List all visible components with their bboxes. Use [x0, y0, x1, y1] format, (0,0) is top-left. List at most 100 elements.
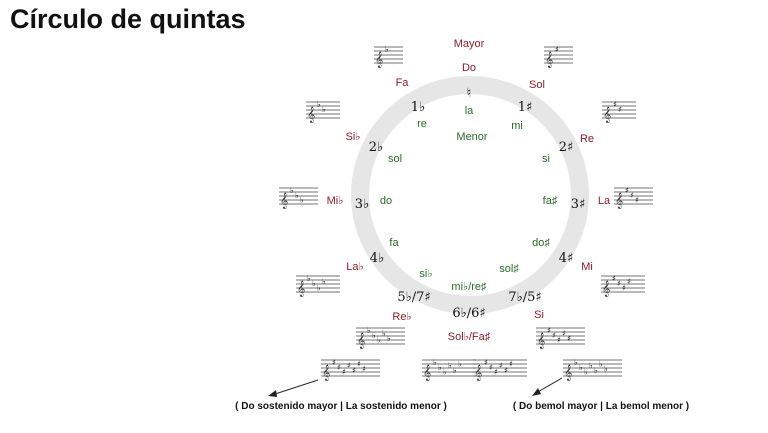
sharp-icon: ♯ — [635, 196, 639, 205]
minor-key-label: re — [417, 118, 427, 130]
key-signature-staff: 𝄞♭ — [374, 45, 403, 68]
treble-clef-icon: 𝄞 — [603, 107, 611, 123]
flat-icon: ♭ — [317, 284, 321, 293]
sharp-icon: ♯ — [617, 279, 621, 288]
treble-clef-icon: 𝄞 — [280, 193, 288, 209]
sharp-icon: ♯ — [499, 361, 503, 370]
sharp-icon: ♯ — [484, 358, 488, 367]
sharp-icon: ♯ — [625, 186, 629, 195]
flat-icon: ♭ — [367, 326, 371, 335]
minor-header: Menor — [456, 131, 488, 143]
flat-icon: ♭ — [387, 334, 391, 343]
sharp-icon: ♯ — [352, 366, 356, 375]
sharp-icon: ♯ — [509, 360, 513, 369]
sharp-icon: ♯ — [618, 105, 622, 114]
major-key-label: Re — [580, 133, 594, 145]
treble-clef-icon: 𝄞 — [322, 365, 330, 381]
minor-key-label: sol — [388, 153, 402, 165]
treble-clef-icon: 𝄞 — [357, 333, 365, 349]
accidental-count-label: 4♯ — [559, 251, 574, 266]
key-signature-staff: 𝄞♯♯♯ — [614, 186, 653, 209]
treble-clef-icon: 𝄞 — [602, 281, 610, 297]
right-caption: ( Do bemol mayor | La bemol menor ) — [513, 401, 689, 412]
accidental-count-label: 1♯ — [518, 100, 533, 115]
flat-icon: ♭ — [307, 274, 311, 283]
sharp-icon: ♯ — [362, 364, 366, 373]
minor-key-label: la — [465, 105, 474, 117]
sharp-icon: ♯ — [627, 277, 631, 286]
major-header: Mayor — [454, 38, 485, 50]
treble-clef-icon: 𝄞 — [615, 193, 623, 209]
minor-key-label: fa♯ — [543, 195, 558, 207]
sharp-icon: ♯ — [342, 368, 346, 377]
sharp-icon: ♯ — [552, 331, 556, 340]
major-key-label: Mi♭ — [327, 195, 344, 207]
sharp-icon: ♯ — [337, 363, 341, 372]
flat-icon: ♭ — [377, 336, 381, 345]
accidental-count-label: 5♭/7♯ — [397, 290, 430, 305]
key-signature-staff: 𝄞♯♯♯♯♯♯♯ — [321, 358, 380, 381]
major-key-label: Fa — [396, 77, 410, 89]
minor-key-label: mi♭/re♯ — [451, 281, 487, 293]
minor-key-label: si — [542, 153, 550, 165]
sharp-icon: ♯ — [622, 284, 626, 293]
sharp-icon: ♯ — [332, 358, 336, 367]
sharp-icon: ♯ — [612, 274, 616, 283]
flat-icon: ♭ — [604, 364, 608, 373]
accidental-count-label: 4♭ — [370, 251, 384, 266]
sharp-icon: ♯ — [567, 334, 571, 343]
key-labels: Dola♮Solmi1♯Resi2♯Lafa♯3♯Mido♯4♯Sisol♯5♭… — [327, 62, 611, 343]
treble-clef-icon: 𝄞 — [375, 52, 383, 68]
flat-icon: ♭ — [290, 186, 294, 195]
accidental-count-label: 2♭ — [369, 140, 383, 155]
accidental-count-label: 3♯ — [571, 197, 586, 212]
key-signature-staff: 𝄞♭♭♭♭♭♭ — [422, 358, 476, 381]
flat-icon: ♭ — [443, 368, 447, 377]
left-arrow — [268, 379, 319, 397]
major-key-label: La — [598, 195, 611, 207]
major-key-label: Re♭ — [392, 311, 411, 323]
flat-icon: ♭ — [599, 360, 603, 369]
flat-icon: ♭ — [574, 358, 578, 367]
treble-clef-icon: 𝄞 — [307, 107, 315, 123]
key-signature-staff: 𝄞♯♯ — [602, 100, 636, 123]
minor-key-label: do♯ — [532, 237, 550, 249]
flat-icon: ♭ — [438, 363, 442, 372]
sharp-icon: ♯ — [555, 45, 559, 54]
key-signature-staff: 𝄞♯♯♯♯♯ — [536, 326, 585, 349]
major-key-label: Sol — [529, 79, 545, 91]
sharp-icon: ♯ — [504, 366, 508, 375]
flat-icon: ♭ — [458, 360, 462, 369]
flat-icon: ♭ — [448, 361, 452, 370]
sharp-icon: ♯ — [630, 191, 634, 200]
accidental-count-label: ♮ — [467, 86, 472, 101]
flat-icon: ♭ — [579, 363, 583, 372]
treble-clef-icon: 𝄞 — [474, 365, 482, 381]
key-signature-staff: 𝄞♯♯♯♯♯♯ — [473, 358, 527, 381]
minor-key-label: mi — [511, 120, 523, 132]
flat-icon: ♭ — [385, 45, 389, 54]
sharp-icon: ♯ — [557, 336, 561, 345]
key-signature-staves: 𝄞♭𝄞♯𝄞♭♭𝄞♯♯𝄞♭♭♭𝄞♯♯♯𝄞♭♭♭♭𝄞♯♯♯♯𝄞♭♭♭♭♭𝄞♯♯♯♯♯… — [279, 45, 653, 381]
major-key-label: Si — [534, 309, 544, 321]
flat-icon: ♭ — [589, 361, 593, 370]
major-key-label: Si♭ — [346, 131, 361, 143]
treble-clef-icon: 𝄞 — [297, 281, 305, 297]
key-signature-staff: 𝄞♭♭ — [306, 100, 340, 123]
accidental-count-label: 1♭ — [411, 100, 425, 115]
flat-icon: ♭ — [584, 368, 588, 377]
flat-icon: ♭ — [372, 331, 376, 340]
treble-clef-icon: 𝄞 — [423, 365, 431, 381]
minor-key-label: fa — [389, 237, 399, 249]
accidental-count-label: 2♯ — [559, 140, 574, 155]
sharp-icon: ♯ — [547, 326, 551, 335]
major-key-label: Mi — [581, 261, 593, 273]
minor-key-label: sol♯ — [499, 263, 519, 275]
key-signature-staff: 𝄞♯ — [544, 45, 573, 68]
sharp-icon: ♯ — [489, 363, 493, 372]
sharp-icon: ♯ — [347, 361, 351, 370]
flat-icon: ♭ — [295, 191, 299, 200]
key-signature-staff: 𝄞♭♭♭♭♭ — [356, 326, 405, 349]
flat-icon: ♭ — [382, 329, 386, 338]
